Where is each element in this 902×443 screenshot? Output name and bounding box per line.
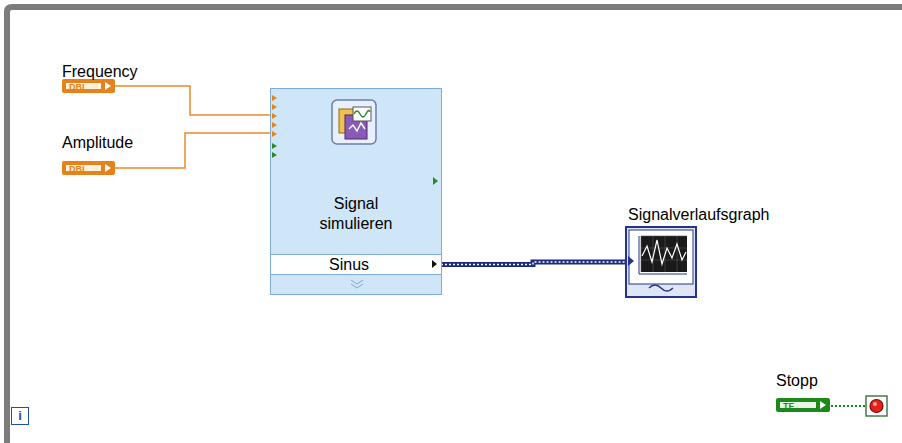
- waveform-graph: Signalverlaufsgraph: [625, 205, 773, 298]
- output-arrow: [432, 176, 440, 186]
- numeric-wire: [115, 86, 270, 115]
- input-arrows: [271, 89, 281, 179]
- vi-icon: [331, 99, 377, 145]
- type-label: DBL: [67, 82, 90, 93]
- expand-row: [271, 275, 441, 295]
- graph-label: Signalverlaufsgraph: [628, 205, 769, 224]
- iteration-symbol: i: [12, 408, 28, 423]
- graph-drawing: [625, 226, 697, 298]
- output-arrow: [431, 259, 439, 269]
- graph-icon: [625, 226, 697, 298]
- terminal: StoppTF: [776, 371, 830, 412]
- type-label: DBL: [67, 164, 90, 175]
- express-vi: Signal simulierenSinus: [270, 88, 442, 295]
- terminal-box: DBL: [62, 79, 115, 93]
- output-row: Sinus: [271, 254, 441, 275]
- stop-condition: [866, 396, 887, 416]
- waveform-wire: [441, 262, 625, 265]
- output-name: Sinus: [329, 255, 369, 274]
- iteration-terminal: i: [11, 407, 29, 425]
- boolean-wire: [831, 405, 866, 407]
- terminal-label: Stopp: [776, 371, 818, 390]
- type-label: TF: [781, 401, 796, 412]
- vi-title: Signal simulieren: [271, 194, 441, 234]
- terminal-arrow: [104, 163, 112, 173]
- terminal-label: Amplitude: [62, 133, 133, 152]
- terminal-arrow: [819, 400, 827, 410]
- terminal-arrow: [104, 81, 112, 91]
- while-loop-border: [7, 7, 902, 443]
- numeric-wire: [115, 133, 270, 168]
- terminal-box: DBL: [62, 161, 115, 175]
- terminal-box: TF: [776, 398, 830, 412]
- terminal-label: Frequency: [62, 62, 138, 81]
- terminal: FrequencyDBL: [62, 62, 140, 93]
- terminal: AmplitudeDBL: [62, 133, 136, 175]
